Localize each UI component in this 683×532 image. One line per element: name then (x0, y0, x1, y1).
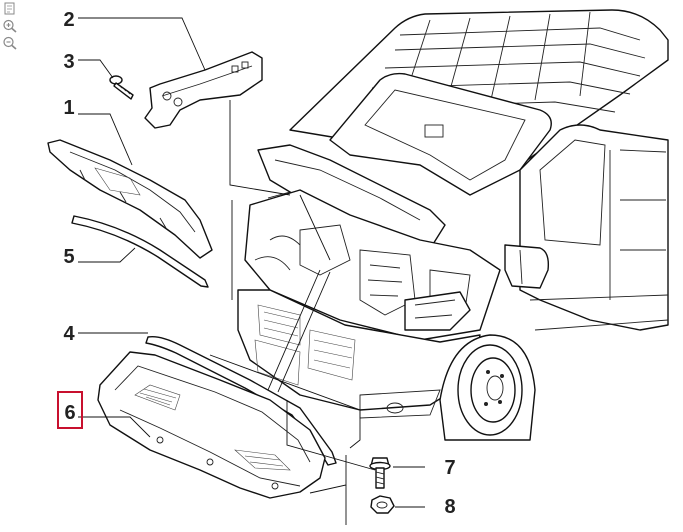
callout-labels: 2 3 1 5 4 6 7 8 (57, 9, 456, 518)
zoom-toolbar (2, 2, 20, 53)
callout-4[interactable]: 4 (63, 323, 75, 345)
selected-callout-box (57, 391, 83, 429)
part-1-cowl-top-cover[interactable] (47, 139, 213, 259)
callout-3[interactable]: 3 (63, 51, 74, 73)
part-4-seal-strip[interactable] (145, 335, 337, 466)
callout-5[interactable]: 5 (63, 246, 74, 268)
zoom-out-icon[interactable] (2, 36, 18, 50)
part-6-scuttle-panel[interactable] (97, 351, 326, 499)
callout-2[interactable]: 2 (63, 9, 74, 31)
leader-lines (78, 17, 425, 525)
part-8-nut[interactable] (370, 495, 395, 514)
callout-6[interactable]: 6 (64, 402, 75, 424)
callout-7[interactable]: 7 (444, 457, 455, 479)
fit-to-window-icon[interactable] (2, 2, 18, 16)
van-illustration (237, 9, 669, 441)
callout-8[interactable]: 8 (444, 496, 455, 518)
part-7-bolt[interactable] (369, 457, 391, 489)
zoom-in-icon[interactable] (2, 19, 18, 33)
part-2-hinge-bracket[interactable] (144, 51, 263, 129)
part-5-rubber-seal[interactable] (71, 215, 209, 288)
part-3-screw[interactable] (109, 75, 134, 100)
callout-1[interactable]: 1 (63, 97, 74, 119)
